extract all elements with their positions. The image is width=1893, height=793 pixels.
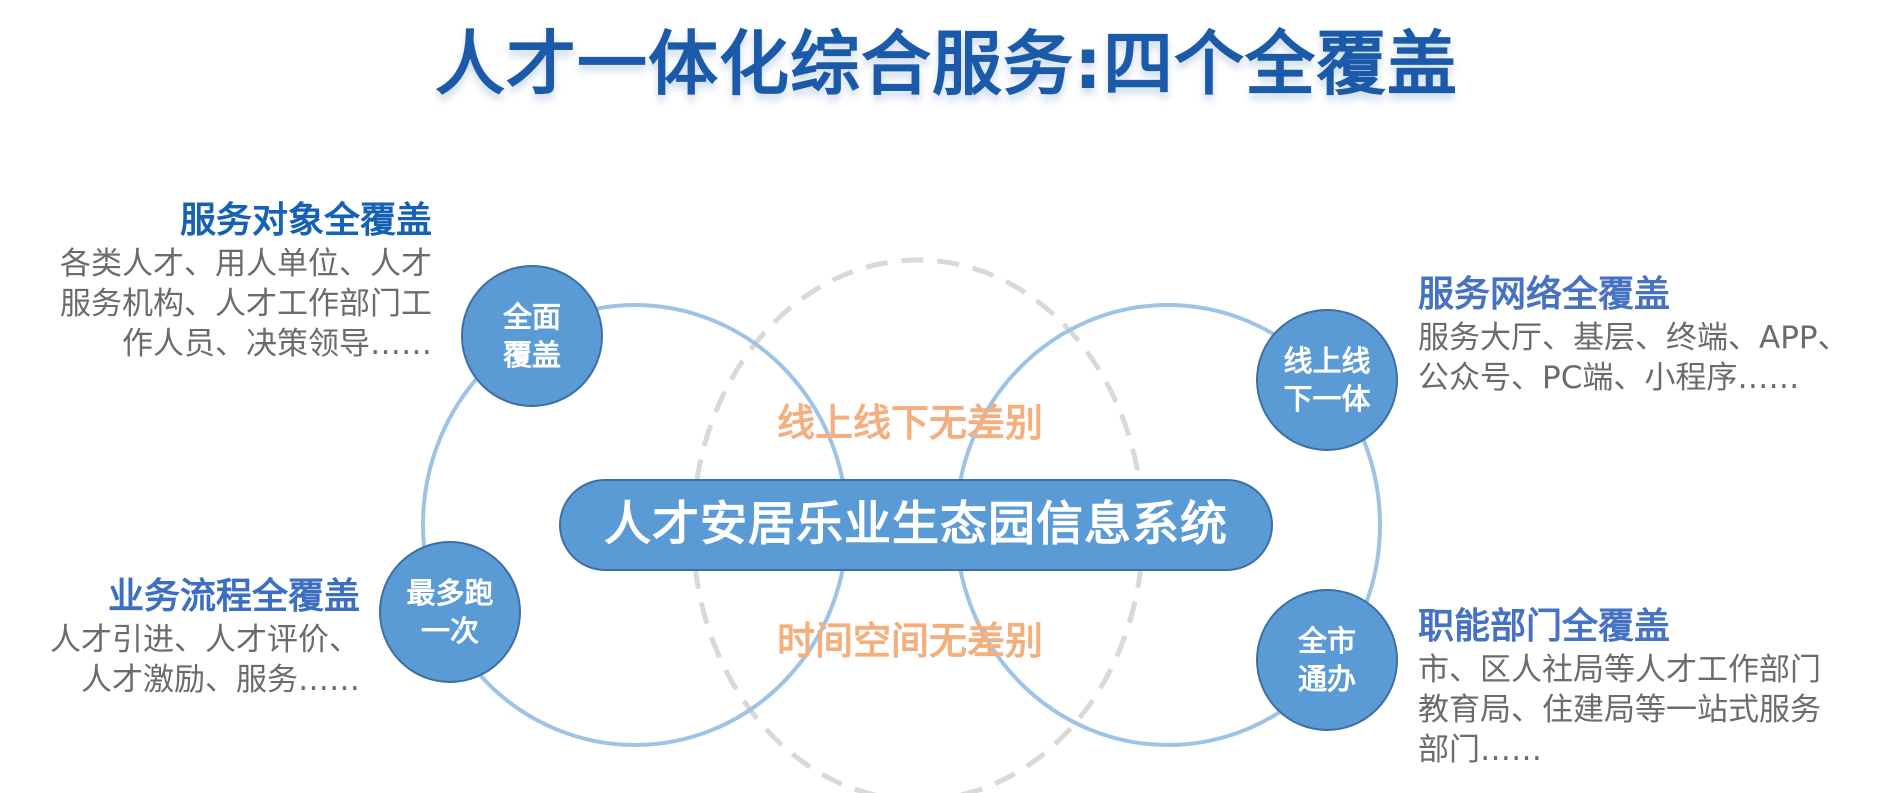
node-circle-bottom-right — [1256, 589, 1398, 731]
connector-text-bottom: 时间空间无差别 — [776, 619, 1043, 663]
section-service-network: 服务网络全覆盖 服务大厅、基层、终端、APP、 公众号、PC端、小程序…… — [1418, 272, 1878, 398]
section-heading: 职能部门全覆盖 — [1418, 606, 1671, 647]
section-description: 人才引进、人才评价、 人才激励、服务…… — [50, 622, 360, 698]
node-label-bottom-left: 最多跑 一次 — [406, 576, 494, 648]
connector-text-top: 线上线下无差别 — [776, 401, 1043, 445]
section-service-targets: 服务对象全覆盖 各类人才、用人单位、人才 服务机构、人才工作部门工 作人员、决策… — [20, 198, 432, 364]
section-heading: 业务流程全覆盖 — [107, 576, 360, 617]
node-circle-bottom-left — [379, 541, 521, 683]
section-heading: 服务网络全覆盖 — [1418, 274, 1671, 315]
node-circle-top-left — [461, 265, 603, 407]
section-description: 市、区人社局等人才工作部门 教育局、住建局等一站式服务 部门…… — [1418, 652, 1821, 768]
section-departments: 职能部门全覆盖 市、区人社局等人才工作部门 教育局、住建局等一站式服务 部门…… — [1418, 604, 1878, 770]
node-circle-top-right — [1256, 309, 1398, 451]
section-business-process: 业务流程全覆盖 人才引进、人才评价、 人才激励、服务…… — [20, 574, 360, 700]
node-label-top-left: 全面 覆盖 — [502, 300, 561, 372]
section-heading: 服务对象全覆盖 — [179, 200, 432, 241]
node-label-bottom-right: 全市 通办 — [1297, 624, 1356, 696]
center-system-pill — [559, 479, 1273, 571]
center-system-label: 人才安居乐业生态园信息系统 — [604, 497, 1228, 552]
section-description: 各类人才、用人单位、人才 服务机构、人才工作部门工 作人员、决策领导…… — [60, 246, 432, 362]
node-label-top-right: 线上线 下一体 — [1283, 344, 1371, 416]
section-description: 服务大厅、基层、终端、APP、 公众号、PC端、小程序…… — [1418, 320, 1849, 396]
page-title: 人才一体化综合服务:四个全覆盖 — [435, 23, 1458, 105]
